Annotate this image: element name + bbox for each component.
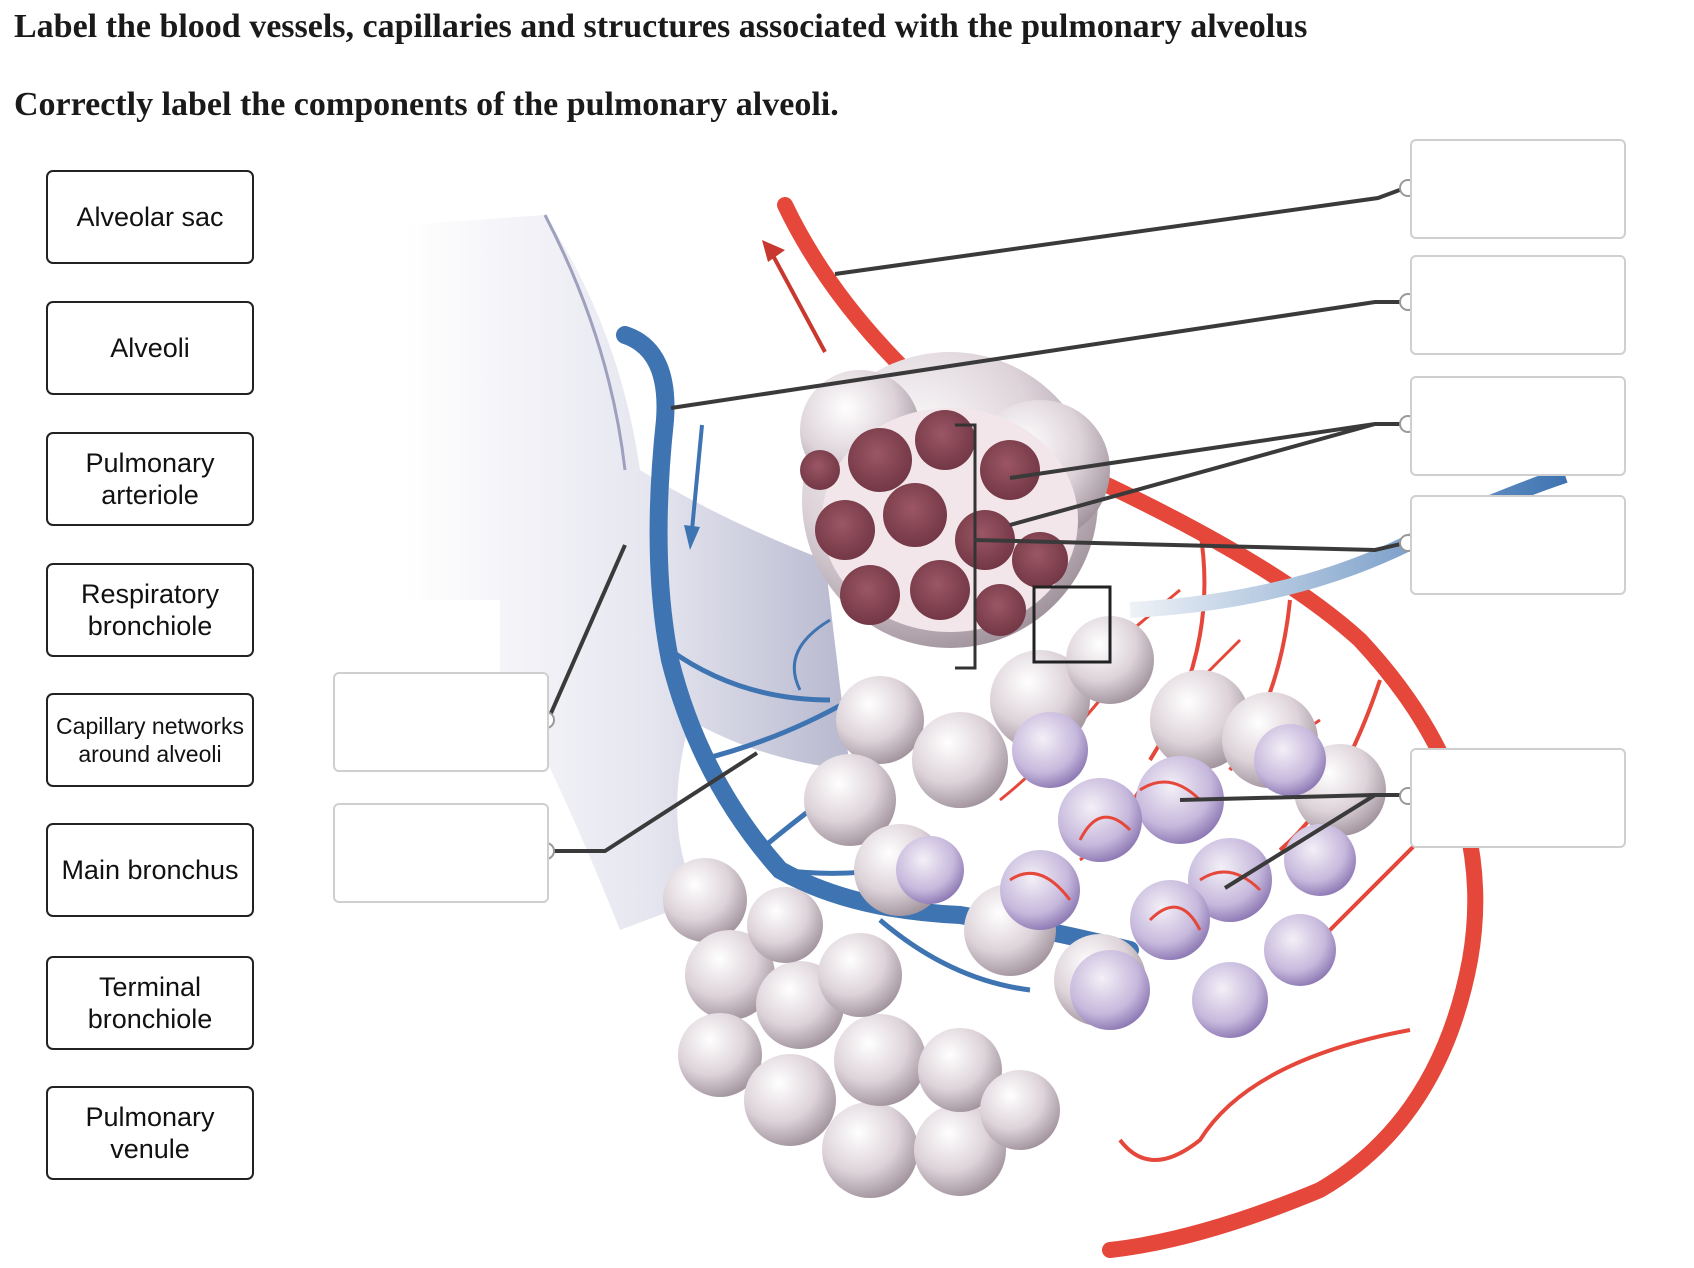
flow-arrow-red	[762, 240, 827, 353]
alveolar-sac-bracket	[955, 423, 977, 670]
question-instruction: Correctly label the components of the pu…	[14, 86, 839, 123]
question-title: Label the blood vessels, capillaries and…	[14, 8, 1308, 45]
label-chip-alveolar-sac[interactable]: Alveolar sac	[46, 170, 254, 264]
label-chip-terminal-bronchiole[interactable]: Terminal bronchiole	[46, 956, 254, 1050]
drop-target-5[interactable]	[1410, 748, 1626, 848]
drop-target-2[interactable]	[1410, 255, 1626, 355]
label-chip-main-bronchus[interactable]: Main bronchus	[46, 823, 254, 917]
drop-target-6[interactable]	[333, 672, 549, 772]
label-chip-pulmonary-arteriole[interactable]: Pulmonary arteriole	[46, 432, 254, 526]
capillary-balls	[896, 712, 1356, 1038]
label-chip-alveoli[interactable]: Alveoli	[46, 301, 254, 395]
flow-arrow-blue	[684, 424, 704, 550]
drop-target-3[interactable]	[1410, 376, 1626, 476]
leader-lines	[546, 186, 1406, 890]
drop-target-1[interactable]	[1410, 139, 1626, 239]
label-chip-capillary-networks[interactable]: Capillary networks around alveoli	[46, 693, 254, 787]
alveolar-cluster-lower	[663, 858, 1060, 1198]
bronchiole-tube	[405, 214, 850, 930]
inset-square	[1032, 585, 1112, 664]
label-chip-respiratory-bronchiole[interactable]: Respiratory bronchiole	[46, 563, 254, 657]
label-chip-pulmonary-venule[interactable]: Pulmonary venule	[46, 1086, 254, 1180]
alveolar-sac-section	[800, 352, 1110, 648]
drop-target-4[interactable]	[1410, 495, 1626, 595]
drop-target-7[interactable]	[333, 803, 549, 903]
